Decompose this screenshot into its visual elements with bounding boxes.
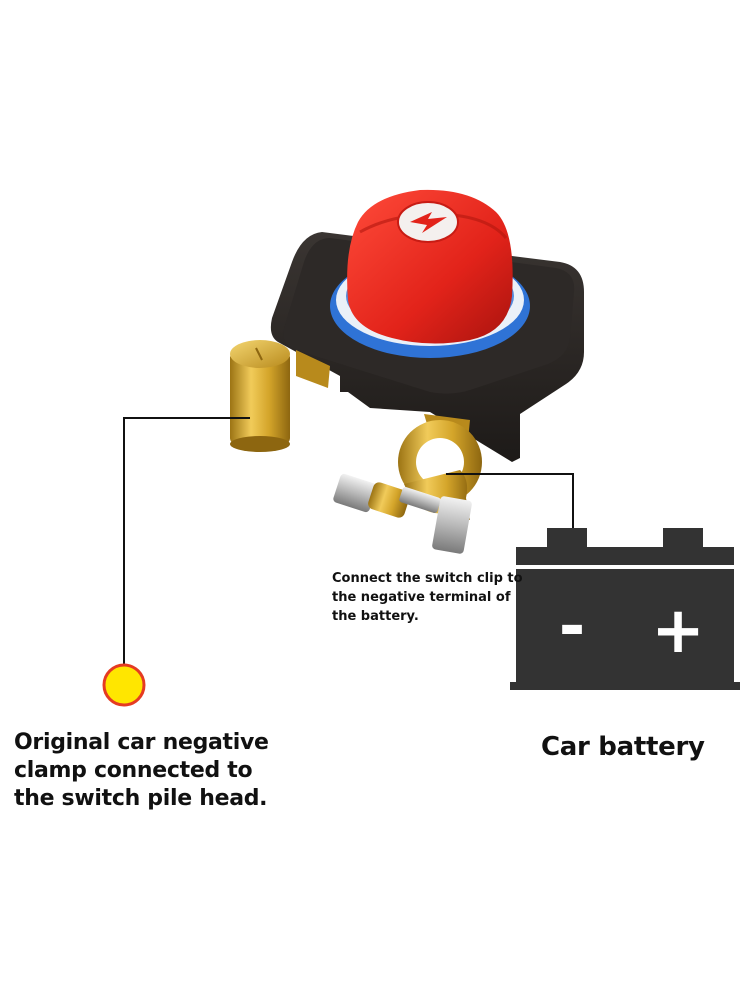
lightning-bolt-icon: [397, 201, 459, 243]
battery-body: [516, 569, 734, 687]
switch-clip-caption: Connect the switch clip to the negative …: [332, 571, 523, 624]
battery-terminal-positive: [663, 528, 703, 550]
leader-line-clip: [446, 473, 574, 528]
yellow-dot-icon: [102, 663, 146, 707]
car-battery-caption: Car battery: [541, 732, 705, 762]
battery-top-lid: [516, 547, 734, 565]
negative-clamp-caption: Original car negative clamp connected to…: [14, 730, 269, 811]
battery-negative-sign: -: [559, 590, 586, 664]
battery-disconnect-switch: [230, 189, 584, 554]
red-knob: [347, 189, 513, 344]
battery-terminal-negative: [547, 528, 587, 550]
car-battery-icon: - +: [510, 528, 740, 690]
battery-bottom-lip: [510, 682, 740, 690]
switch-clip: [333, 414, 482, 554]
switch-pile-head: [230, 340, 330, 452]
battery-positive-sign: +: [651, 594, 705, 668]
leader-line-clamp: [123, 417, 250, 666]
